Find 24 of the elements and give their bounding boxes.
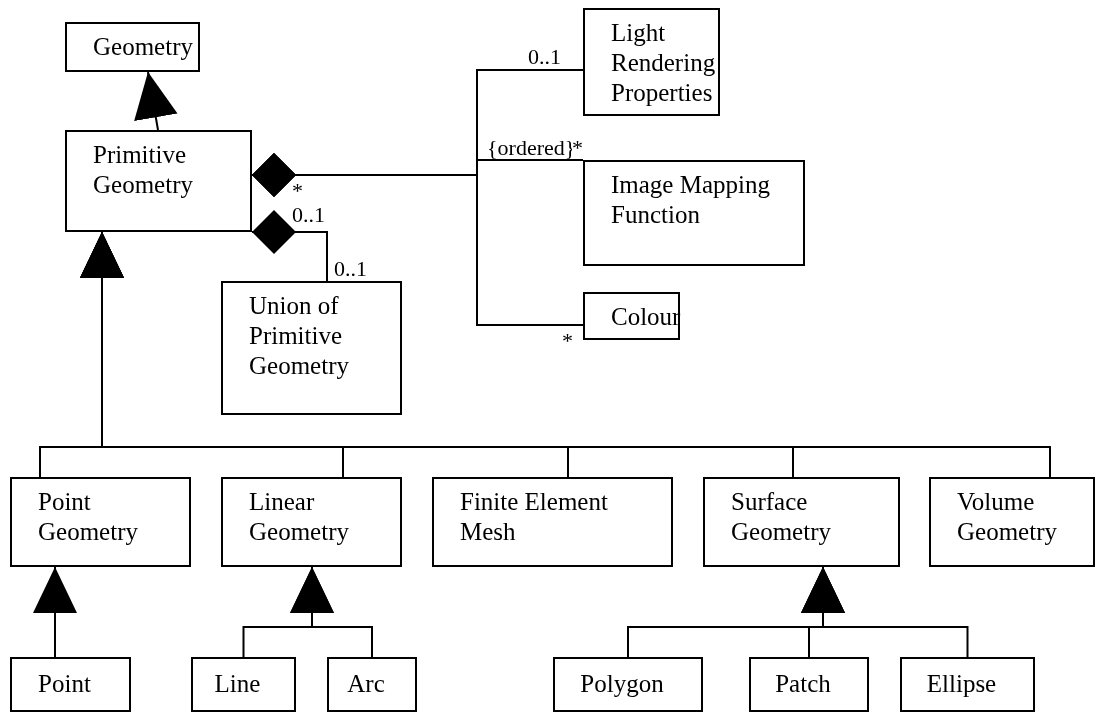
class-box: Surface Geometry — [703, 477, 900, 567]
class-box: Colour — [583, 292, 680, 340]
composition-connector — [251, 210, 328, 282]
class-box: Arc — [327, 657, 417, 712]
class-box: Union of Primitive Geometry — [221, 281, 402, 415]
inheritance-arrow — [80, 231, 1051, 478]
class-box: Light Rendering Properties — [583, 8, 720, 116]
inheritance-arrow — [33, 566, 77, 658]
inheritance-arrow — [134, 71, 178, 131]
inheritance-arrow — [290, 566, 373, 658]
class-box: Ellipse — [900, 657, 1035, 712]
class-box: Linear Geometry — [221, 477, 402, 567]
class-box: Geometry — [65, 22, 200, 72]
class-box: Finite Element Mesh — [432, 477, 673, 567]
class-box: Point — [10, 657, 131, 712]
composition-connector — [251, 153, 584, 326]
class-box: Polygon — [553, 657, 703, 712]
class-box: Patch — [749, 657, 869, 712]
class-box: Line — [191, 657, 296, 712]
class-box: Point Geometry — [10, 477, 191, 567]
inheritance-arrow — [801, 566, 969, 658]
class-box: Volume Geometry — [929, 477, 1095, 567]
class-box: Image Mapping Function — [583, 160, 805, 266]
class-box: Primitive Geometry — [65, 130, 252, 232]
